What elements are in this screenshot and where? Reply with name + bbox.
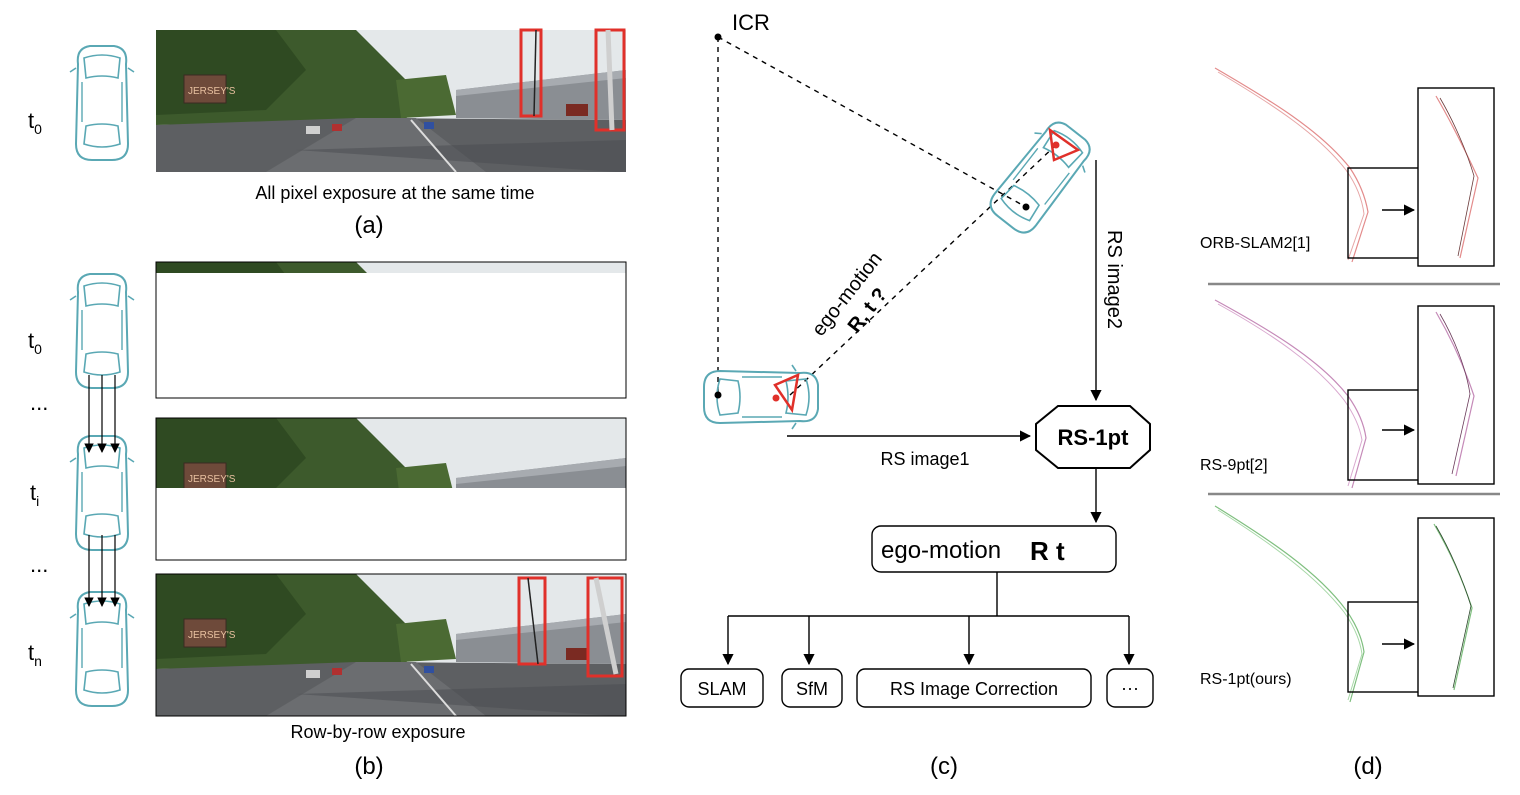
output-more-box [1106, 668, 1154, 708]
highlight-box [586, 576, 624, 678]
panel-label-c: (c) [930, 753, 958, 780]
trajectory-orb-slam2: ORB-SLAM2[1] [1200, 67, 1495, 267]
car-icon [69, 45, 135, 161]
method-label-rs-1pt: RS-1pt(ours) [1200, 671, 1292, 688]
rs-frame-ti: JERSEY'S [155, 417, 627, 561]
output-rs-correction-box [856, 668, 1092, 708]
sign-text: JERSEY'S [188, 86, 236, 97]
car-2-icon [979, 111, 1102, 243]
feature-triangle [773, 372, 800, 414]
highlight-box [517, 576, 547, 666]
rs-image2-label: RS image2 [1103, 230, 1125, 329]
trajectory-rs-1pt: RS-1pt(ours) [1200, 505, 1495, 703]
ellipsis: ... [30, 390, 48, 415]
panel-d: ORB-SLAM2[1] RS-9pt[2] RS-1pt(ours) (d [1200, 67, 1500, 780]
time-label-t0: t0 [28, 328, 42, 357]
ego-motion-box-math: R t [1030, 536, 1065, 566]
time-label-tn: tn [28, 640, 42, 669]
output-slam-label: SLAM [697, 679, 746, 699]
car-icon [69, 435, 135, 551]
car-1-icon [703, 364, 819, 430]
output-sfm-box [781, 668, 843, 708]
rs-frame-tn: JERSEY'S [155, 573, 627, 717]
feature-triangle [1048, 127, 1081, 162]
panel-label-d: (d) [1353, 753, 1382, 780]
rs-image1-label: RS image1 [880, 449, 969, 469]
panel-c: ICR ego-motion R, t ? RS image2 RS image… [680, 10, 1154, 780]
method-label-rs-9pt: RS-9pt[2] [1200, 457, 1268, 474]
trajectory-rs-9pt: RS-9pt[2] [1200, 299, 1495, 489]
highlight-box [519, 28, 543, 118]
icr-label: ICR [732, 10, 770, 35]
rs-1pt-solver-node [1035, 405, 1151, 469]
time-label-ti: ti [30, 480, 39, 509]
output-sfm-label: SfM [796, 679, 828, 699]
output-more-label: ··· [1121, 678, 1139, 698]
time-label-t0: t0 [28, 108, 42, 137]
panel-a: t0 JERSEY'S All pixel exposure at the sa… [28, 28, 627, 239]
panel-label-b: (b) [354, 753, 383, 780]
caption-a: All pixel exposure at the same time [255, 183, 534, 203]
output-rs-correction-label: RS Image Correction [890, 679, 1058, 699]
ellipsis: ... [30, 552, 48, 577]
car-icon [69, 591, 135, 707]
method-label-orb-slam2: ORB-SLAM2[1] [1200, 235, 1310, 252]
ego-motion-label: ego-motion R, t ? [808, 248, 892, 340]
rs-1pt-label: RS-1pt [1058, 425, 1130, 450]
ego-motion-output-box [871, 525, 1117, 573]
output-slam-box [680, 668, 764, 708]
panel-label-a: (a) [354, 212, 383, 239]
ego-motion-box-text: ego-motion [881, 537, 1001, 564]
sign-text: JERSEY'S [188, 474, 236, 485]
sign-text: JERSEY'S [188, 630, 236, 641]
rs-frame-t0 [155, 261, 627, 399]
car-icon [69, 273, 135, 389]
caption-b: Row-by-row exposure [290, 722, 465, 742]
time-arrows [84, 375, 120, 607]
street-image-global-shutter: JERSEY'S [155, 28, 627, 173]
panel-b: t0 ... ti ... tn [28, 261, 627, 780]
